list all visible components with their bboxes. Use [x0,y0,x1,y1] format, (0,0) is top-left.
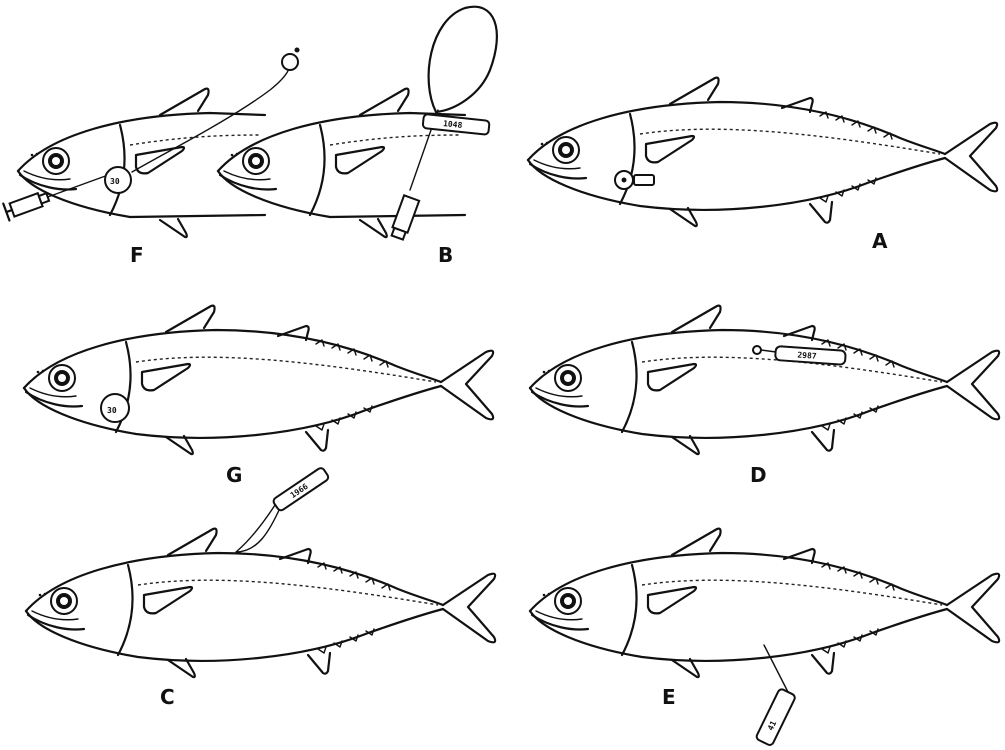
panel-label-g: G [226,463,242,487]
syringe-b [390,195,419,240]
tag-bead-f [295,48,300,53]
fish-a [528,78,997,227]
panel-label-e: E [662,685,676,709]
panel-e: 41 E [530,529,999,747]
panel-label-c: C [160,685,175,709]
panel-g: 30 G [24,306,493,487]
tag-plate-e: 41 [755,688,796,746]
disc-tag-a-plate [634,175,654,185]
dart-tag-d-anchor [753,346,761,354]
tag-loop-b [429,7,497,112]
panel-b: 1048 B [218,7,497,267]
fish-c [26,529,495,678]
fish-head-f [18,89,265,238]
tag-plate-c: 1966 [272,467,330,512]
fish-g [24,306,493,455]
svg-text:2987: 2987 [797,351,817,361]
tag-line-e [764,645,788,692]
panel-a: A [528,78,997,253]
panel-c: 1966 C [26,467,495,709]
panel-d: 2987 D [530,306,999,487]
tag-plate-b: 1048 [423,114,490,135]
tag-ring-f [282,54,298,70]
panel-label-b: B [438,243,453,267]
disc-tag-text-g: 30 [107,406,117,415]
disc-tag-a-center [622,178,627,183]
fish-d [530,306,999,455]
fish-e [530,529,999,678]
disc-tag-text-f: 30 [110,177,120,186]
panel-label-d: D [750,463,767,487]
tag-loop-c [236,505,280,552]
dart-tag-d: 2987 [775,346,846,365]
dart-tag-d-line [761,350,776,352]
panel-label-f: F [130,243,144,267]
panel-label-a: A [872,229,888,253]
